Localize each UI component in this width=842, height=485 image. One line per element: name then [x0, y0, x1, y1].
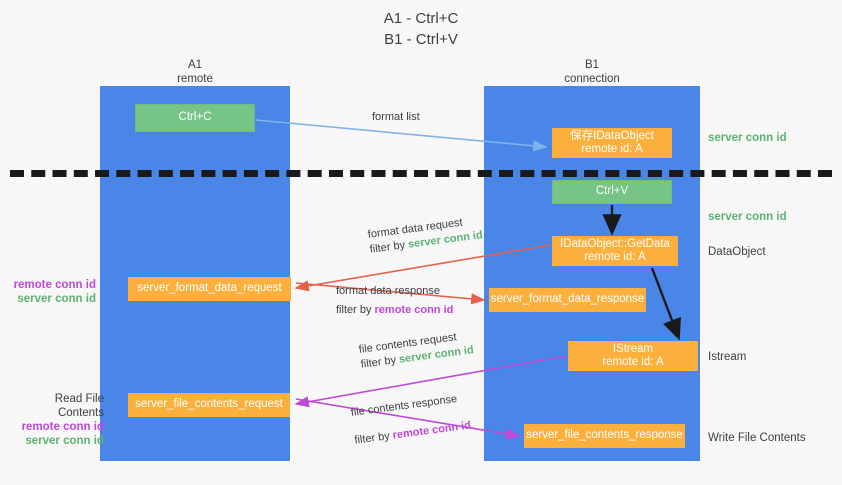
- annotation-server-conn-id-mid: server conn id: [708, 211, 787, 223]
- edge-label-format-data-response-text: format data response: [336, 285, 440, 297]
- box-idataobject-getdata[interactable]: IDataObject::GetData remote id: A: [552, 236, 678, 266]
- lane-a1-role: remote: [177, 73, 213, 85]
- annotation-read-file-contents-group: Read File Contents remote conn id server…: [8, 392, 104, 448]
- box-server-file-contents-response[interactable]: server_file_contents_response: [524, 424, 685, 448]
- box-server-file-contents-request[interactable]: server_file_contents_request: [128, 393, 290, 417]
- title-line-1: A1 - Ctrl+C: [383, 10, 459, 27]
- box-istream-line2: remote id: A: [602, 356, 664, 368]
- lane-a1-name: A1: [187, 59, 203, 71]
- box-server-file-contents-request-label: server_file_contents_request: [135, 398, 283, 411]
- title-line-2: B1 - Ctrl+V: [384, 31, 458, 48]
- edge-label-format-list-text: format list: [372, 111, 420, 123]
- annotation-server-conn-id: server conn id: [17, 293, 96, 305]
- edge-label-format-list: format list: [372, 110, 420, 125]
- lane-header-a1: A1 remote: [100, 58, 290, 86]
- annotation-write-file-contents: Write File Contents: [708, 432, 806, 444]
- filter-prefix: filter by: [336, 304, 375, 316]
- annotation-dataobject: DataObject: [708, 246, 766, 258]
- box-server-file-contents-response-label: server_file_contents_response: [526, 429, 683, 442]
- edge-label-file-contents-request: file contents request filter by server c…: [358, 328, 475, 373]
- annotation-istream: Istream: [708, 351, 747, 363]
- box-ctrl-v-label: Ctrl+V: [595, 185, 629, 198]
- box-istream-line1: IStream: [612, 342, 654, 355]
- filter-prefix: filter by: [353, 429, 394, 447]
- phase-divider: [10, 170, 832, 177]
- box-ctrl-c-label: Ctrl+C: [178, 111, 212, 124]
- edge-label-file-contents-response: file contents response filter by remote …: [350, 391, 472, 449]
- edge-label-format-data-response-filter: filter by remote conn id: [336, 303, 453, 318]
- filter-prefix: filter by: [360, 353, 400, 371]
- lane-header-b1: B1 connection: [484, 58, 700, 86]
- box-server-format-data-response-label: server_format_data_response: [490, 293, 645, 306]
- lane-b1-role: connection: [564, 73, 620, 85]
- box-save-idataobject-line2: remote id: A: [581, 143, 643, 155]
- edge-label-format-data-response: format data response filter by remote co…: [336, 284, 453, 318]
- annotation-conn-ids-upper: remote conn id server conn id: [8, 278, 96, 306]
- annotation-read-file-contents: Read File Contents: [54, 393, 104, 419]
- lane-b1-name: B1: [584, 59, 600, 71]
- page-title: A1 - Ctrl+C B1 - Ctrl+V: [0, 8, 842, 50]
- edge-label-file-contents-response-filter: filter by remote conn id: [354, 418, 472, 448]
- filter-value-remote-conn-id: remote conn id: [374, 304, 454, 316]
- filter-prefix: filter by: [369, 238, 409, 256]
- annotation-remote-conn-id: remote conn id: [13, 279, 96, 291]
- annotation-remote-conn-id: remote conn id: [21, 421, 104, 433]
- box-save-idataobject-line1: 保存IDataObject: [570, 129, 654, 142]
- box-getdata-line1: IDataObject::GetData: [560, 237, 670, 250]
- annotation-server-conn-id-top: server conn id: [708, 132, 787, 144]
- box-server-format-data-request[interactable]: server_format_data_request: [128, 277, 291, 301]
- box-ctrl-v[interactable]: Ctrl+V: [552, 180, 672, 204]
- filter-value-remote-conn-id: remote conn id: [391, 419, 472, 442]
- box-server-format-data-request-label: server_format_data_request: [137, 282, 282, 295]
- box-getdata-line2: remote id: A: [584, 251, 646, 263]
- edge-label-file-contents-response-text: file contents response: [350, 393, 458, 419]
- box-istream[interactable]: IStream remote id: A: [568, 341, 698, 371]
- box-save-idataobject[interactable]: 保存IDataObject remote id: A: [552, 128, 672, 158]
- edge-label-format-data-request: format data request filter by server con…: [367, 213, 484, 258]
- annotation-server-conn-id: server conn id: [25, 435, 104, 447]
- box-server-format-data-response[interactable]: server_format_data_response: [489, 288, 646, 312]
- box-ctrl-c[interactable]: Ctrl+C: [135, 104, 255, 132]
